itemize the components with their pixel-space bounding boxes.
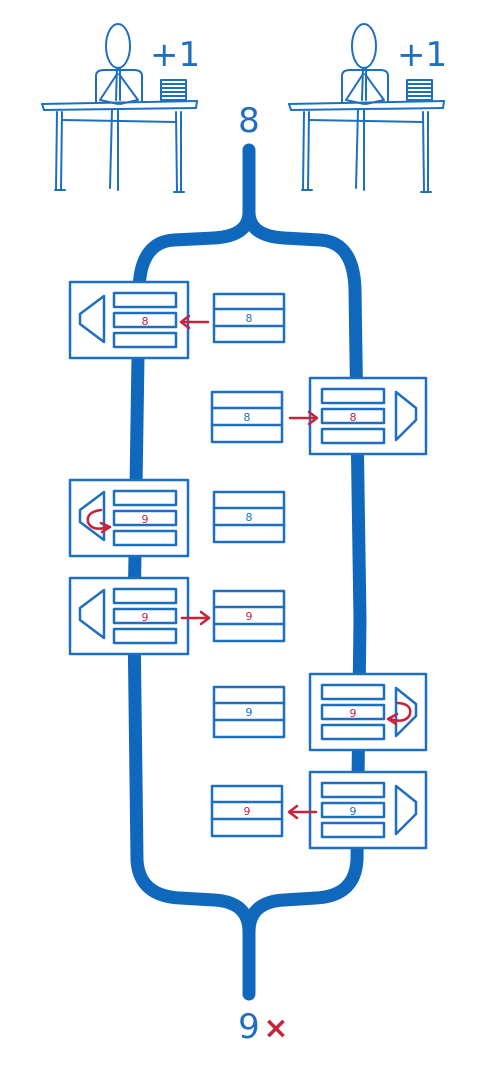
- left-worker-card-step-4: [68, 576, 190, 656]
- left-worker-card-step-3: [68, 478, 190, 558]
- increment-arrow-step-5: [386, 701, 412, 726]
- write-arrow-step-6: [287, 804, 318, 820]
- read-arrow-step-2: [288, 410, 319, 426]
- right-worker-card-step-2: [308, 376, 428, 456]
- paper-stack-right: [406, 79, 433, 101]
- worker-left: [41, 23, 198, 193]
- shared-value-box-step-1: [212, 292, 286, 344]
- step-5: 9 9: [212, 672, 428, 752]
- worker-right: [288, 23, 445, 193]
- pipe-right-branch: [242, 205, 367, 939]
- paper-stack-left: [160, 79, 187, 101]
- left-card-value-step-4: 9: [142, 611, 149, 624]
- write-arrow-step-4: [180, 610, 211, 626]
- initial-value: 8: [238, 101, 260, 141]
- step-2: 8 8: [210, 376, 428, 456]
- shared-value-box-step-4: [212, 589, 286, 643]
- right-card-value-step-2: 8: [350, 411, 357, 424]
- desk-right: [288, 100, 445, 193]
- shared-value-step-1: 8: [246, 312, 253, 325]
- increment-label-right: +1: [397, 35, 447, 75]
- step-4: 9 9: [68, 576, 286, 656]
- increment-arrow-step-3: [86, 508, 112, 534]
- shared-value-box-step-5: [212, 685, 286, 739]
- person-right: [341, 23, 389, 191]
- right-worker-card-step-5: [308, 672, 428, 752]
- step-1: 8 8: [68, 280, 286, 360]
- left-card-value-step-3: 9: [142, 513, 149, 526]
- desk-left: [41, 100, 198, 193]
- step-6: 9 9: [210, 770, 428, 850]
- shared-value-step-3: 8: [246, 511, 253, 524]
- read-arrow-step-1: [179, 314, 210, 330]
- shared-value-step-4: 9: [246, 610, 253, 623]
- step-3: 9 8: [68, 478, 286, 558]
- left-card-value-step-1: 8: [142, 315, 149, 328]
- final-value: 9: [238, 1007, 260, 1047]
- right-card-value-step-6: 9: [350, 805, 357, 818]
- shared-value-step-6: 9: [244, 805, 251, 818]
- shared-value-box-step-6: [210, 784, 284, 838]
- shared-value-step-2: 8: [244, 411, 251, 424]
- left-worker-card-step-1: [68, 280, 190, 360]
- shared-value-box-step-3: [212, 490, 286, 544]
- pipes: [127, 143, 367, 1001]
- shared-value-box-step-2: [210, 390, 284, 444]
- wrong-result-mark: ×: [263, 1011, 288, 1046]
- increment-label-left: +1: [150, 35, 200, 75]
- person-left: [95, 23, 143, 191]
- right-card-value-step-5: 9: [350, 707, 357, 720]
- shared-value-step-5: 9: [246, 706, 253, 719]
- right-worker-card-step-6: [308, 770, 428, 850]
